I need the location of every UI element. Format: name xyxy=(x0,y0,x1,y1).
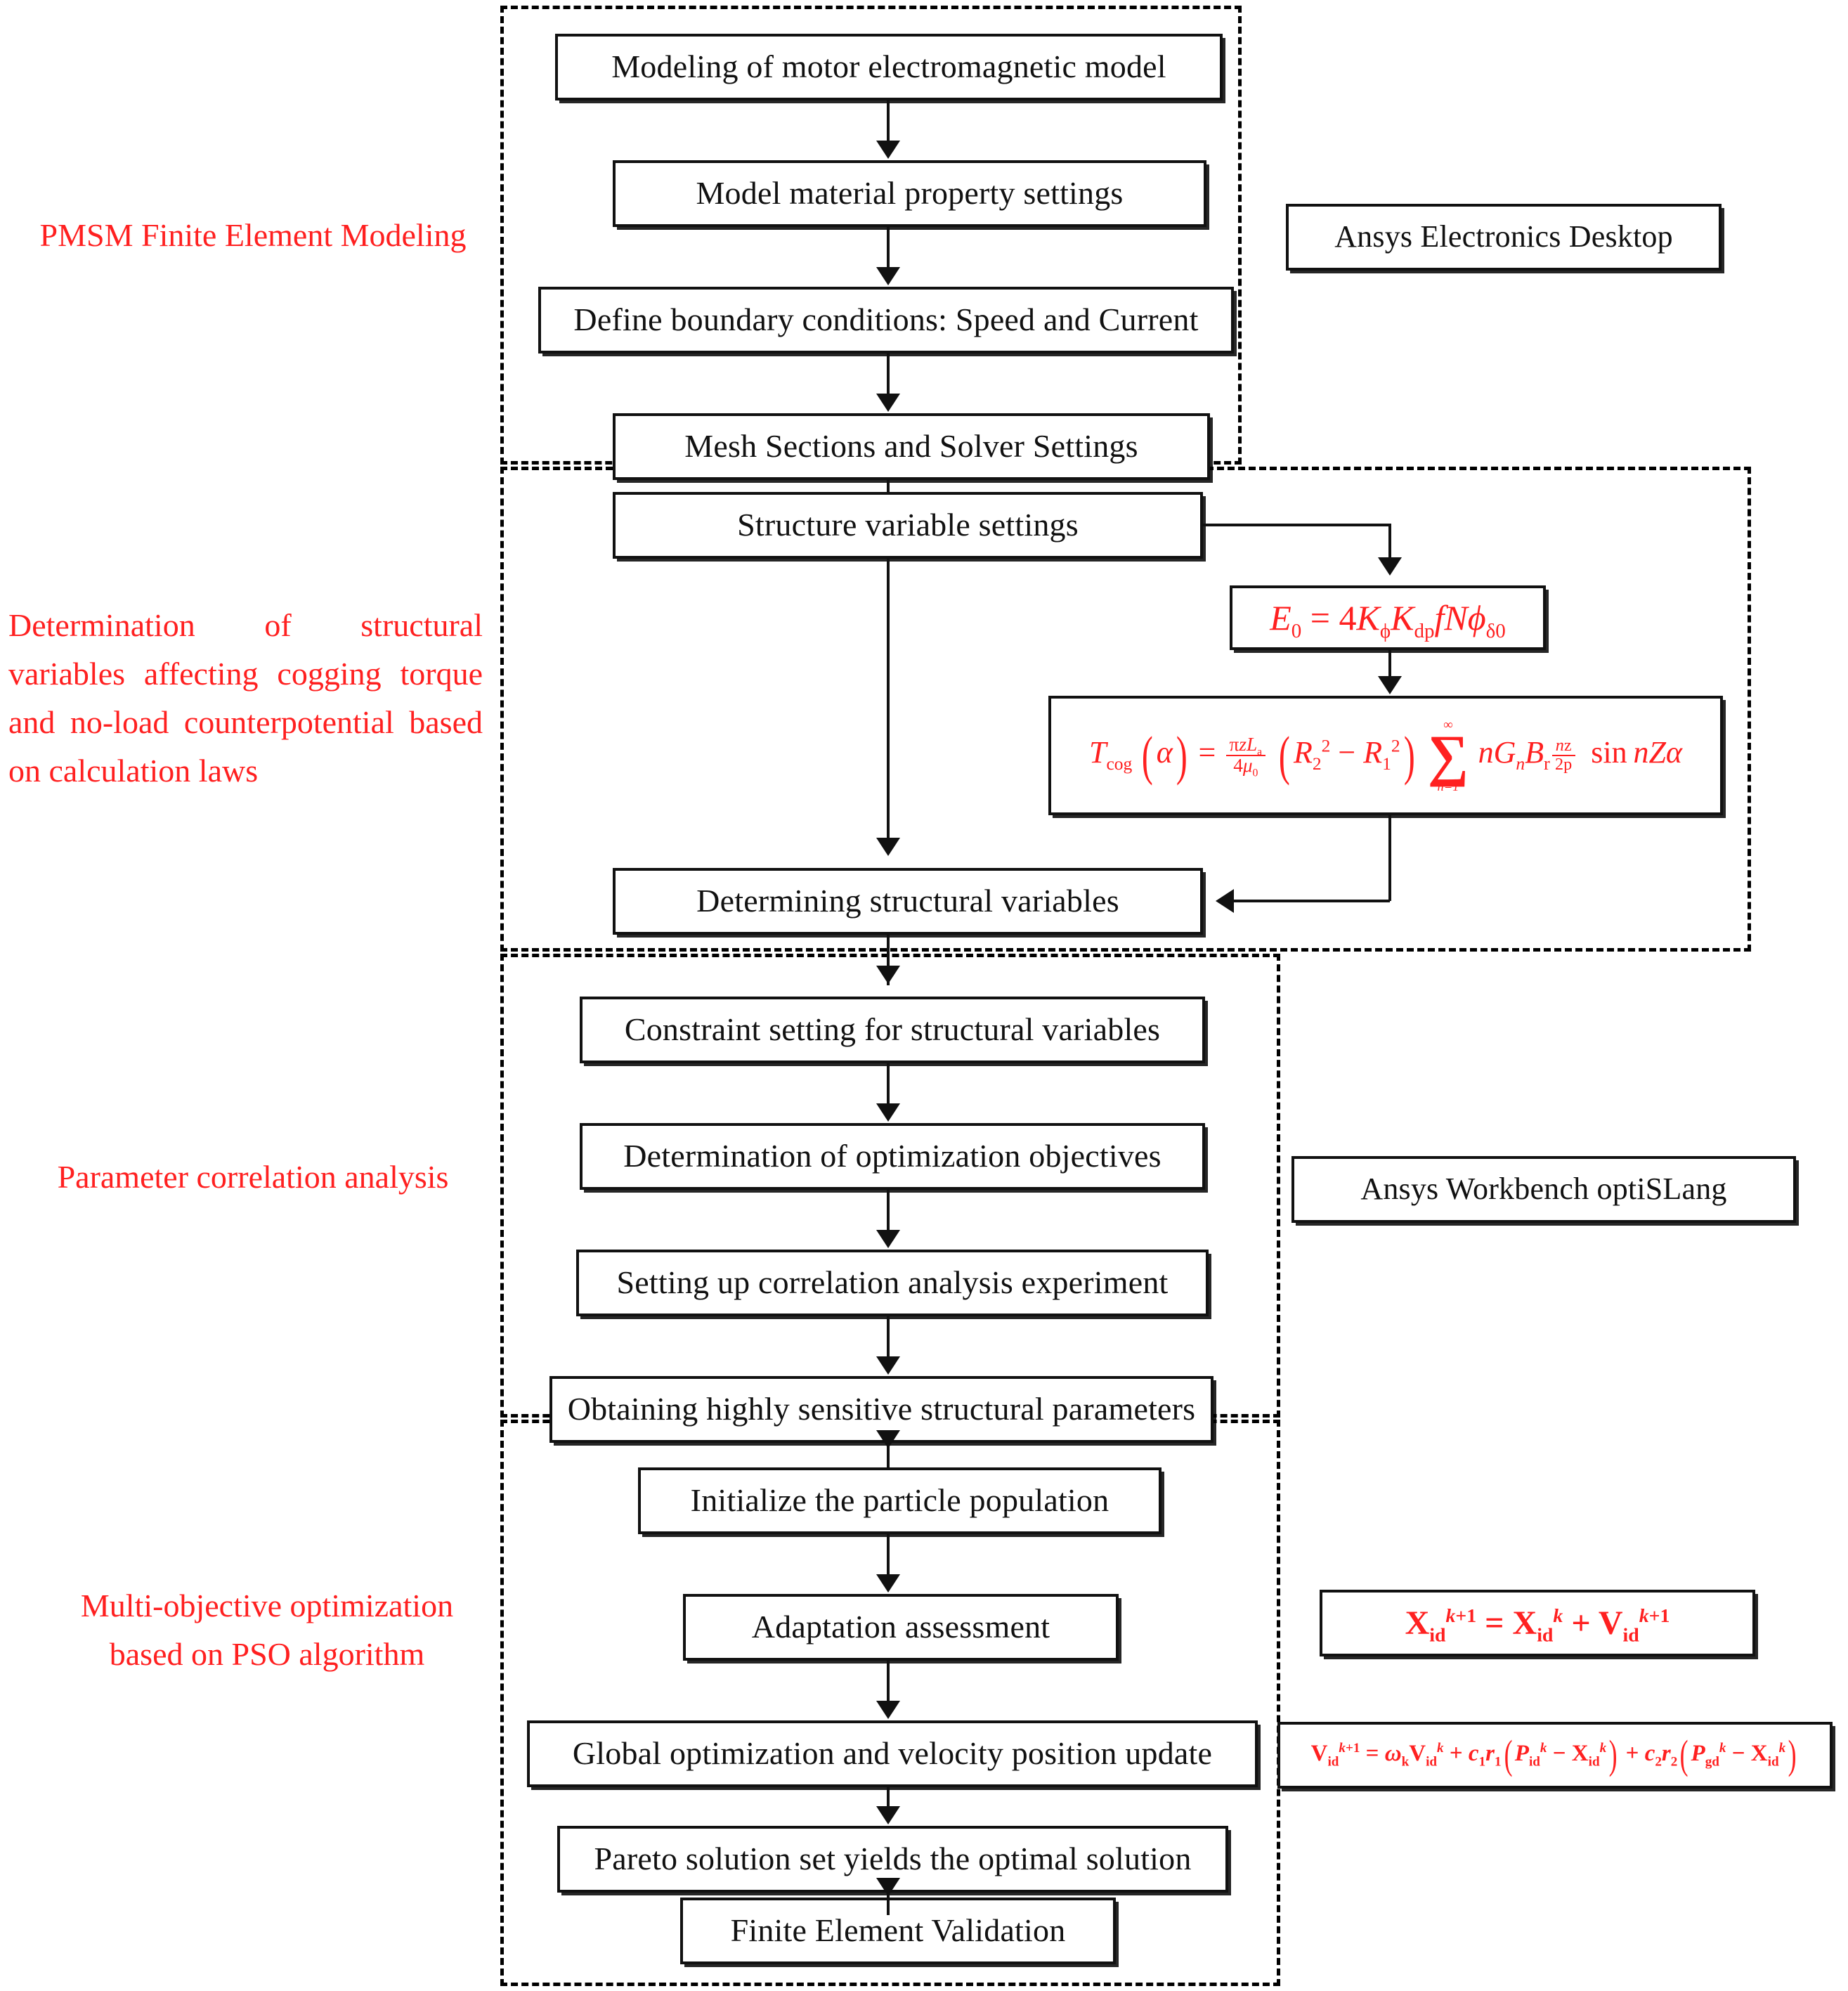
connector-s4-1 xyxy=(887,1534,890,1575)
arrowhead-s1-2 xyxy=(876,267,900,285)
arrowhead-s2-to-s3 xyxy=(876,966,900,984)
arrowhead-s2-eq2-left xyxy=(1216,889,1234,913)
arrowhead-s3-1 xyxy=(876,1103,900,1122)
arrowhead-s2-spine xyxy=(876,838,900,856)
arrowhead-s4-2 xyxy=(876,1701,900,1719)
node-global-optimization-and-velocity-position-update[interactable]: Global optimization and velocity positio… xyxy=(527,1720,1258,1787)
tool-box-ansys-workbench-optislang[interactable]: Ansys Workbench optiSLang xyxy=(1291,1156,1796,1223)
connector-s1-2 xyxy=(887,227,890,269)
arrowhead-s4-4 xyxy=(876,1878,900,1896)
arrowhead-s1-1 xyxy=(876,141,900,159)
node-mesh-sections-and-solver-settings[interactable]: Mesh Sections and Solver Settings xyxy=(613,413,1210,480)
arrowhead-s3-to-s4 xyxy=(876,1430,900,1448)
arrowhead-s3-3 xyxy=(876,1356,900,1375)
node-determining-structural-variables[interactable]: Determining structural variables xyxy=(613,868,1203,935)
node-determination-of-optimization-objectives[interactable]: Determination of optimization objectives xyxy=(580,1123,1205,1190)
connector-s2-eq2-left xyxy=(1234,900,1390,902)
arrowhead-s2-branch xyxy=(1378,557,1402,576)
arrowhead-s4-1 xyxy=(876,1574,900,1593)
node-model-material-property-settings[interactable]: Model material property settings xyxy=(613,160,1206,227)
section-caption-structural-variable-determination: Determination of structural variables af… xyxy=(8,607,483,789)
formula-pso-position-update: Xidk+1 = Xidk + Vidk+1 xyxy=(1320,1590,1755,1656)
arrowhead-s2-eq1-eq2 xyxy=(1378,676,1402,694)
arrowhead-s3-2 xyxy=(876,1230,900,1248)
connector-s1-3 xyxy=(887,354,890,396)
connector-s2-spine xyxy=(887,559,890,840)
formula-pso-velocity-update: Vidk+1 = ωkVidk + c1r1(Pidk − Xidk) + c2… xyxy=(1277,1722,1833,1789)
connector-s4-2 xyxy=(887,1661,890,1701)
section-caption-pso-multi-objective-optimization: Multi-objective optimization based on PS… xyxy=(80,1588,454,1672)
node-structure-variable-settings[interactable]: Structure variable settings xyxy=(613,492,1203,559)
connector-s3-2 xyxy=(887,1190,890,1232)
connector-s3-1 xyxy=(887,1063,890,1105)
node-finite-element-validation[interactable]: Finite Element Validation xyxy=(680,1898,1116,1964)
connector-s3-3 xyxy=(887,1316,890,1358)
node-setting-up-correlation-analysis-experiment[interactable]: Setting up correlation analysis experime… xyxy=(576,1250,1209,1316)
connector-s4-4 xyxy=(887,1893,890,1915)
section-caption-pmsm-finite-element-modeling: PMSM Finite Element Modeling xyxy=(39,217,467,253)
connector-s2-branch-h xyxy=(1200,524,1391,526)
connector-s2-eq2-down xyxy=(1388,815,1391,901)
arrowhead-s4-3 xyxy=(876,1806,900,1824)
tool-box-ansys-electronics-desktop[interactable]: Ansys Electronics Desktop xyxy=(1286,204,1722,271)
connector-s4-3 xyxy=(887,1787,890,1810)
connector-s2-eq1-eq2 xyxy=(1388,650,1391,677)
node-constraint-setting-for-structural-variables[interactable]: Constraint setting for structural variab… xyxy=(580,997,1205,1063)
node-pareto-solution-set-yields-the-optimal-solution[interactable]: Pareto solution set yields the optimal s… xyxy=(557,1826,1228,1893)
connector-s1-1 xyxy=(887,100,890,143)
node-adaptation-assessment[interactable]: Adaptation assessment xyxy=(683,1594,1119,1661)
node-modeling-of-motor-electromagnetic-model[interactable]: Modeling of motor electromagnetic model xyxy=(555,34,1223,100)
node-define-boundary-conditions[interactable]: Define boundary conditions: Speed and Cu… xyxy=(538,287,1234,354)
formula-no-load-counterpotential: E0 = 4KϕKdpfNϕδ0 xyxy=(1230,585,1546,650)
node-initialize-the-particle-population[interactable]: Initialize the particle population xyxy=(638,1467,1161,1534)
connector-s2-branch-v xyxy=(1388,524,1391,560)
connector-s2-to-s3 xyxy=(887,935,890,985)
section-caption-parameter-correlation-analysis: Parameter correlation analysis xyxy=(57,1159,449,1195)
arrowhead-s1-3 xyxy=(876,394,900,412)
